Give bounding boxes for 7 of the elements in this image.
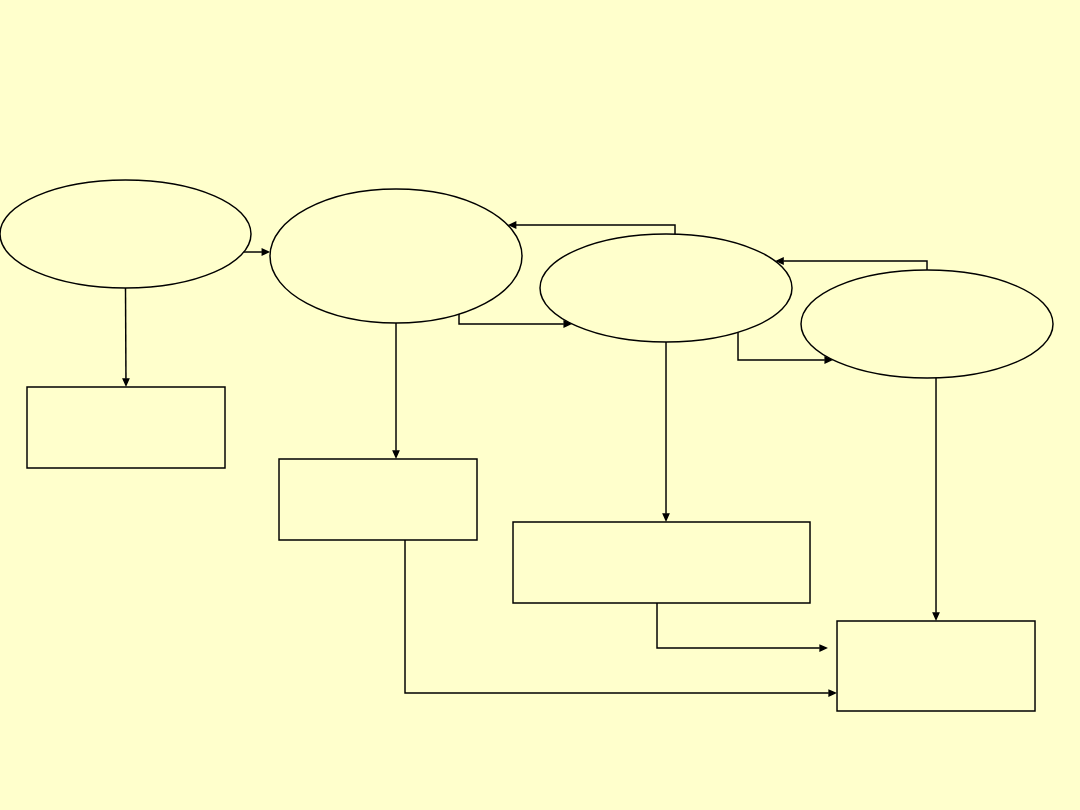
rectangle [26,386,226,469]
rectangle [512,521,811,604]
oval [539,233,793,343]
rectangle [278,458,478,541]
oval [800,269,1054,379]
oval [269,188,523,324]
rectangle [836,620,1036,712]
